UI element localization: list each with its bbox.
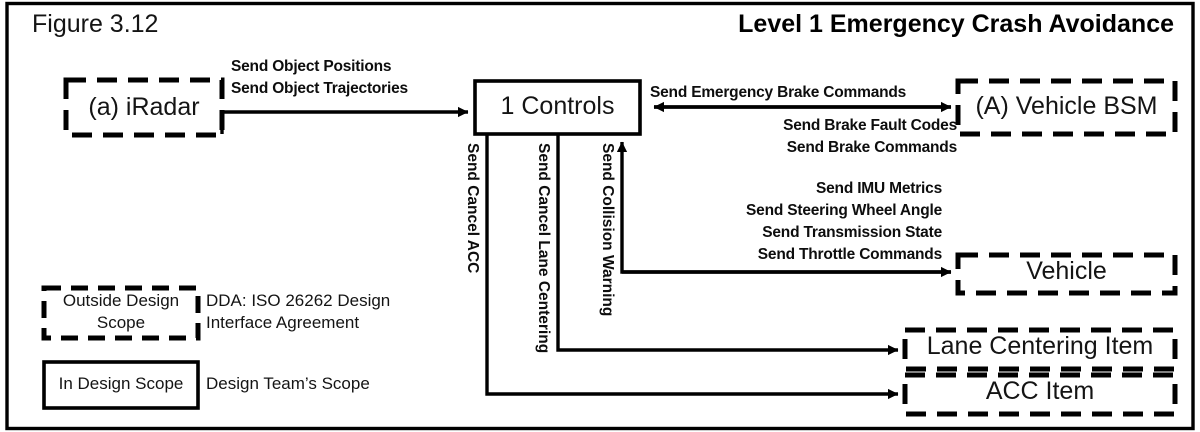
flow-label-send-imu-metrics: Send IMU Metrics <box>816 180 942 197</box>
node-label-controls: 1 Controls <box>500 92 615 120</box>
flow-label-send-emergency-brake-commands: Send Emergency Brake Commands <box>650 84 907 101</box>
legend-desc-dda-line2: Interface Agreement <box>206 313 360 332</box>
connector-controls-to-lane-centering <box>556 134 899 356</box>
legend-label-outside-scope-line2: Scope <box>96 313 146 332</box>
flow-label-send-collision-warning: Send Collision Warning <box>599 143 616 317</box>
legend-box-outside-scope <box>41 285 201 341</box>
node-box-vehicle-bsm <box>955 78 1178 137</box>
node-label-vehicle: Vehicle <box>1026 257 1107 285</box>
node-box-iradar <box>63 77 225 138</box>
flow-label-send-cancel-lane-centering: Send Cancel Lane Centering <box>535 143 552 354</box>
node-box-acc-item <box>902 372 1178 417</box>
legend-label-outside-scope-line1: Outside Design <box>62 291 180 310</box>
node-label-vehicle-bsm: (A) Vehicle BSM <box>975 92 1158 120</box>
connector-controls-to-acc <box>485 134 899 400</box>
node-box-lane-centering-item <box>902 327 1178 372</box>
flow-label-send-object-positions: Send Object Positions <box>231 58 392 75</box>
legend-desc-dda-line1: DDA: ISO 26262 Design <box>206 291 391 310</box>
outer-frame <box>5 1 1195 431</box>
legend-label-in-scope: In Design Scope <box>58 374 184 393</box>
legend-desc-design-team-scope: Design Team’s Scope <box>206 374 370 393</box>
flow-label-send-brake-commands: Send Brake Commands <box>786 139 957 156</box>
node-label-iradar: (a) iRadar <box>88 93 200 121</box>
flow-label-send-transmission-state: Send Transmission State <box>762 224 942 241</box>
flow-label-send-steering-wheel-angle: Send Steering Wheel Angle <box>746 202 942 219</box>
flow-label-send-object-trajectories: Send Object Trajectories <box>231 80 408 97</box>
node-label-lane-centering-item: Lane Centering Item <box>926 332 1154 360</box>
flow-label-send-brake-fault-codes: Send Brake Fault Codes <box>783 117 957 134</box>
figure-label: Figure 3.12 <box>32 10 159 38</box>
flow-label-send-throttle-commands: Send Throttle Commands <box>757 246 942 263</box>
node-label-acc-item: ACC Item <box>985 377 1095 405</box>
connector-radar-to-controls <box>220 112 468 116</box>
legend-box-in-scope <box>42 360 200 410</box>
node-box-vehicle <box>955 252 1178 296</box>
flow-label-send-cancel-acc: Send Cancel ACC <box>464 143 481 274</box>
page-title: Level 1 Emergency Crash Avoidance <box>738 10 1174 38</box>
